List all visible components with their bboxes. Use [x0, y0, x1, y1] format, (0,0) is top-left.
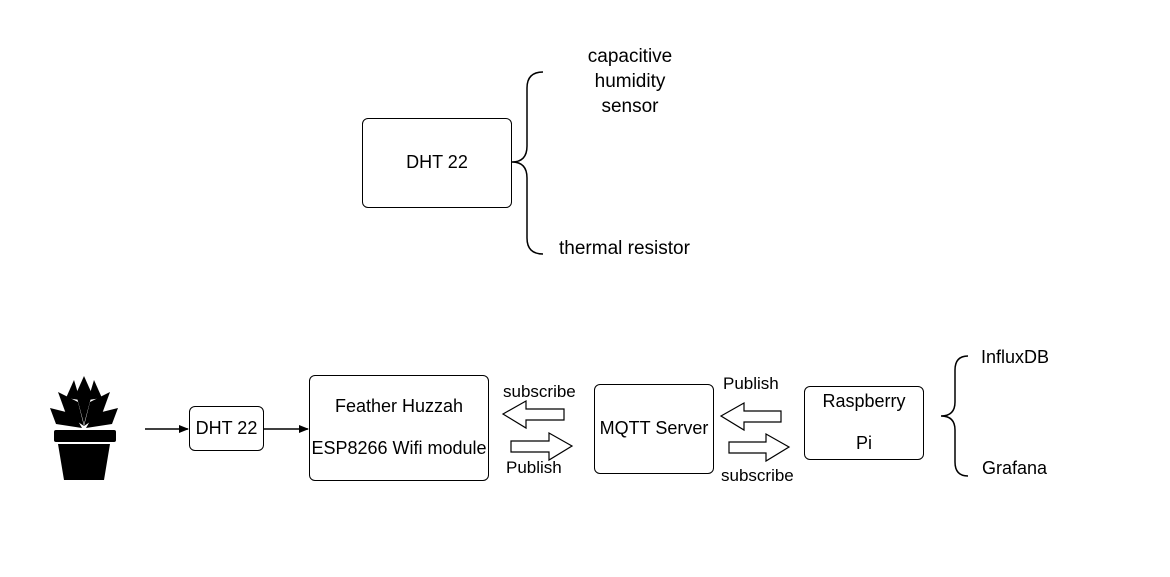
left-subscribe-label: subscribe	[503, 382, 576, 401]
potted-plant-icon	[50, 376, 118, 480]
output-brace	[940, 355, 969, 477]
dht22-component-box	[362, 118, 512, 208]
feather-huzzah-module: ESP8266 Wifi module	[311, 438, 487, 458]
dht22-sensor-label: DHT 22	[195, 418, 258, 438]
publish-arrow-right	[510, 431, 574, 462]
sensor-label-line-1: capacitive	[587, 46, 673, 67]
raspberry-pi-box	[804, 386, 924, 460]
raspberry-pi-label-line-2: Pi	[855, 433, 872, 453]
feather-huzzah-name: Feather Huzzah	[334, 396, 464, 416]
raspberry-pi-label-line-1: Raspberry	[822, 391, 906, 411]
grafana-label: Grafana	[982, 458, 1048, 478]
mqtt-server-box	[594, 384, 714, 474]
feather-huzzah-box	[309, 375, 489, 481]
influxdb-label: InfluxDB	[981, 347, 1050, 367]
right-subscribe-label: subscribe	[721, 466, 794, 485]
right-publish-label: Publish	[723, 374, 779, 393]
left-publish-label: Publish	[506, 458, 562, 477]
thermal-resistor-label: thermal resistor	[559, 238, 690, 259]
dht22-sensor-box	[189, 406, 264, 451]
publish-arrow-left	[719, 401, 782, 432]
mqtt-server-label: MQTT Server	[599, 418, 709, 438]
sensor-label-line-3: sensor	[601, 96, 659, 117]
component-brace	[511, 71, 544, 255]
subscribe-arrow-right	[728, 432, 791, 463]
dht22-component-label: DHT 22	[406, 152, 468, 172]
subscribe-arrow-left	[501, 399, 565, 430]
sensor-label-line-2: humidity	[594, 71, 666, 92]
